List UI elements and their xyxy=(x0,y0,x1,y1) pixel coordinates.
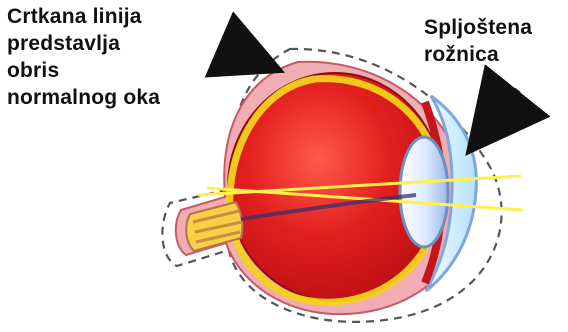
dashed-outline-label-line: predstavlja xyxy=(7,30,160,57)
flattened-cornea-label: Spljoštena rožnica xyxy=(424,14,532,68)
dashed-outline-label: Crtkana linija predstavlja obris normaln… xyxy=(7,3,160,111)
arrow-icon-cornea xyxy=(474,90,518,145)
dashed-outline-label-line: Crtkana linija xyxy=(7,3,160,30)
lens xyxy=(400,137,448,247)
arrow-icon-outline xyxy=(225,47,274,68)
dashed-outline-label-line: obris xyxy=(7,57,160,84)
flattened-cornea-label-line: Spljoštena xyxy=(424,14,532,41)
flattened-cornea-label-line: rožnica xyxy=(424,41,532,68)
dashed-outline-label-line: normalnog oka xyxy=(7,84,160,111)
